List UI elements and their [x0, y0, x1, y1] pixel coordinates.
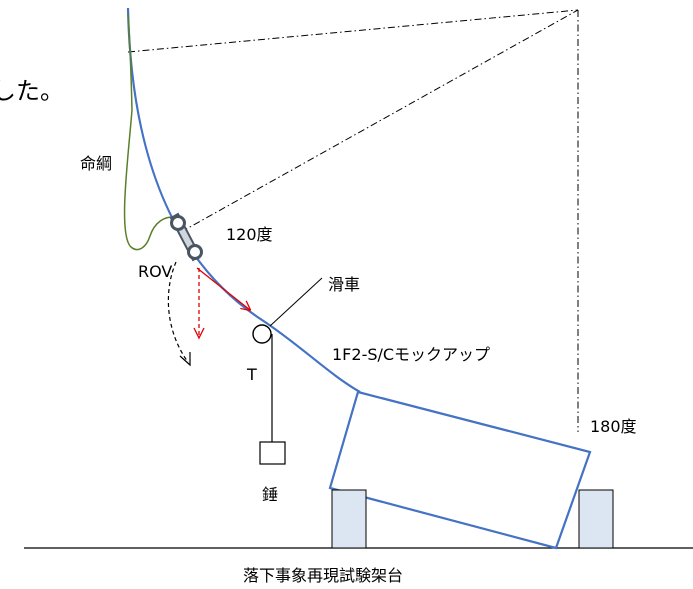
support-block-left [331, 489, 367, 549]
rov-robot [169, 212, 203, 262]
mockup-box [328, 390, 592, 550]
pulley-label: 滑車 [328, 275, 360, 294]
tension-arrow-red [196, 267, 250, 310]
rov-label: ROV [138, 262, 172, 281]
guide-line-top-left [127, 9, 579, 53]
rotation-arrow-dashed [167, 261, 189, 363]
weight-label: 錘 [262, 485, 278, 504]
lifeline-rope [123, 13, 179, 251]
guide-line-diagonal-120 [180, 9, 579, 233]
caption-fragment: した。 [0, 77, 64, 105]
gravity-arrowhead-red [193, 327, 205, 340]
weight-block [259, 441, 286, 465]
figure-title: 落下事象再現試験架台 [243, 566, 403, 585]
mockup-curve [126, 7, 361, 393]
support-block-right [578, 489, 614, 549]
mockup-label: 1F2-S/Cモックアップ [332, 345, 490, 364]
lifeline-label: 命綱 [80, 154, 112, 173]
pulley-leader-line [269, 277, 323, 327]
pulley-wheel [252, 324, 272, 344]
tension-label: T [246, 365, 257, 384]
angle-180-label: 180度 [590, 417, 637, 436]
angle-120-label: 120度 [226, 225, 273, 244]
rotation-arrowhead [179, 352, 191, 367]
